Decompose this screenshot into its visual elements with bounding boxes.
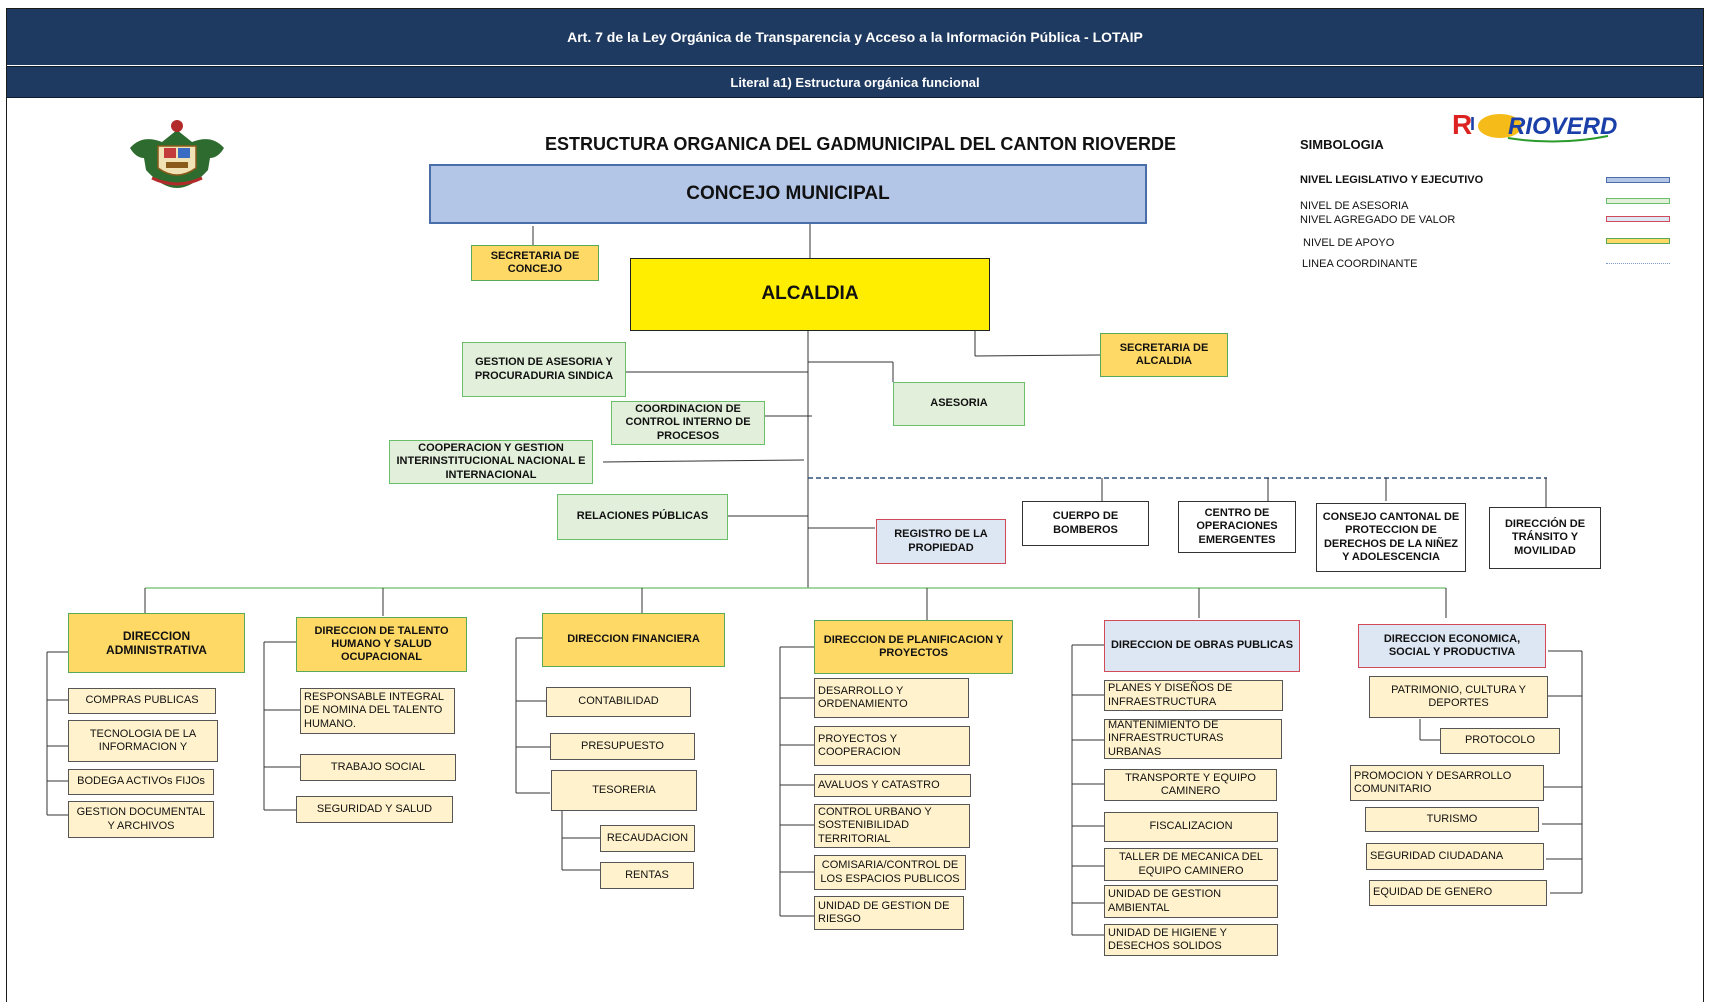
- dir-financiera-box: DIRECCION FINANCIERA: [542, 613, 725, 667]
- unit-control-urbano: CONTROL URBANO Y SOSTENIBILIDAD TERRITOR…: [814, 804, 970, 848]
- unit-tesoreria: TESORERIA: [551, 770, 697, 811]
- unit-gestion-riesgo: UNIDAD DE GESTION DE RIESGO: [814, 896, 964, 930]
- registro-propiedad-box: REGISTRO DE LA PROPIEDAD: [876, 519, 1006, 564]
- unit-bodega: BODEGA ACTIVOs FIJOs: [68, 769, 214, 795]
- legend-swatch-asesoria: [1606, 198, 1670, 204]
- unit-promocion: PROMOCION Y DESARROLLO COMUNITARIO: [1350, 765, 1544, 801]
- svg-text:R: R: [1452, 109, 1472, 140]
- cooperacion-box: COOPERACION Y GESTION INTERINSTITUCIONAL…: [389, 440, 593, 484]
- centro-operaciones-box: CENTRO DE OPERACIONES EMERGENTES: [1178, 501, 1296, 553]
- unit-nomina: RESPONSABLE INTEGRAL DE NOMINA DEL TALEN…: [300, 688, 455, 734]
- consejo-cantonal-box: CONSEJO CANTONAL DE PROTECCION DE DERECH…: [1316, 503, 1466, 572]
- unit-gestion-documental: GESTION DOCUMENTAL Y ARCHIVOS: [68, 801, 214, 838]
- unit-mantenimiento: MANTENIMIENTO DE INFRAESTRUCTURAS URBANA…: [1104, 719, 1282, 759]
- unit-turismo: TURISMO: [1365, 807, 1539, 832]
- relaciones-publicas-box: RELACIONES PÚBLICAS: [557, 494, 728, 540]
- direccion-transito-box: DIRECCIÓN DE TRÁNSITO Y MOVILIDAD: [1489, 507, 1601, 569]
- dir-obras-publicas-box: DIRECCION DE OBRAS PUBLICAS: [1104, 620, 1300, 672]
- page-header-subtitle: Literal a1) Estructura orgánica funciona…: [7, 66, 1703, 98]
- unit-desarrollo: DESARROLLO Y ORDENAMIENTO: [814, 678, 969, 718]
- unit-patrimonio: PATRIMONIO, CULTURA Y DEPORTES: [1369, 676, 1548, 718]
- dir-administrativa-box: DIRECCION ADMINISTRATIVA: [68, 613, 245, 673]
- unit-comisaria: COMISARIA/CONTROL DE LOS ESPACIOS PUBLIC…: [814, 855, 966, 890]
- legend-label-agregado: NIVEL AGREGADO DE VALOR: [1300, 214, 1456, 226]
- dir-talento-humano-box: DIRECCION DE TALENTO HUMANO Y SALUD OCUP…: [296, 617, 467, 672]
- unit-gestion-ambiental: UNIDAD DE GESTION AMBIENTAL: [1104, 885, 1278, 918]
- rioverde-logo-text: RIOVERDE: [1508, 113, 1618, 140]
- unit-equidad-genero: EQUIDAD DE GENERO: [1369, 880, 1547, 906]
- unit-presupuesto: PRESUPUESTO: [550, 733, 695, 760]
- rioverde-logo: R I RIOVERDE: [1452, 109, 1618, 143]
- coat-of-arms-logo: [130, 120, 224, 188]
- legend-swatch-legislativo: [1606, 177, 1670, 183]
- chart-title: ESTRUCTURA ORGANICA DEL GADMUNICIPAL DEL…: [545, 134, 1177, 154]
- unit-higiene: UNIDAD DE HIGIENE Y DESECHOS SOLIDOS: [1104, 924, 1278, 956]
- legend-label-coordinante: LINEA COORDINANTE: [1302, 258, 1418, 270]
- unit-avaluos: AVALUOS Y CATASTRO: [814, 774, 971, 797]
- page-frame: [6, 8, 1704, 1002]
- asesoria-box: ASESORIA: [893, 382, 1025, 426]
- unit-protocolo: PROTOCOLO: [1440, 728, 1560, 754]
- gestion-asesoria-box: GESTION DE ASESORIA Y PROCURADURIA SINDI…: [462, 342, 626, 397]
- unit-trabajo-social: TRABAJO SOCIAL: [300, 754, 456, 781]
- legend-label-legislativo: NIVEL LEGISLATIVO Y EJECUTIVO: [1300, 174, 1484, 186]
- alcaldia-box: ALCALDIA: [630, 258, 990, 331]
- secretaria-concejo-box: SECRETARIA DE CONCEJO: [471, 245, 599, 281]
- dir-planificacion-box: DIRECCION DE PLANIFICACION Y PROYECTOS: [814, 620, 1013, 674]
- legend-swatch-coordinante: [1606, 263, 1670, 264]
- svg-text:I: I: [1470, 114, 1475, 134]
- secretaria-alcaldia-box: SECRETARIA DE ALCALDIA: [1100, 333, 1228, 377]
- unit-seguridad-ciudadana: SEGURIDAD CIUDADANA: [1366, 843, 1544, 870]
- legend-label-apoyo: NIVEL DE APOYO: [1303, 237, 1395, 249]
- unit-proyectos: PROYECTOS Y COOPERACION: [814, 726, 970, 766]
- unit-rentas: RENTAS: [600, 862, 694, 889]
- unit-taller-mecanica: TALLER DE MECANICA DEL EQUIPO CAMINERO: [1104, 848, 1278, 881]
- unit-recaudacion: RECAUDACION: [600, 825, 695, 852]
- dir-economica-box: DIRECCION ECONOMICA, SOCIAL Y PRODUCTIVA: [1358, 624, 1546, 668]
- concejo-municipal-box: CONCEJO MUNICIPAL: [429, 164, 1147, 224]
- coordinacion-box: COORDINACION DE CONTROL INTERNO DE PROCE…: [611, 401, 765, 445]
- unit-seguridad-salud: SEGURIDAD Y SALUD: [296, 796, 453, 823]
- legend-title: SIMBOLOGIA: [1300, 137, 1384, 152]
- cuerpo-bomberos-box: CUERPO DE BOMBEROS: [1022, 501, 1149, 546]
- page-header-title: Art. 7 de la Ley Orgánica de Transparenc…: [7, 9, 1703, 65]
- legend-swatch-apoyo: [1606, 238, 1670, 244]
- unit-compras-publicas: COMPRAS PUBLICAS: [68, 688, 216, 714]
- unit-tecnologia: TECNOLOGIA DE LA INFORMACION Y: [68, 720, 218, 762]
- unit-transporte: TRANSPORTE Y EQUIPO CAMINERO: [1104, 769, 1277, 801]
- legend-swatch-agregado: [1606, 216, 1670, 222]
- unit-planes-disenos: PLANES Y DISEÑOS DE INFRAESTRUCTURA: [1104, 680, 1283, 711]
- unit-contabilidad: CONTABILIDAD: [546, 687, 691, 717]
- unit-fiscalizacion: FISCALIZACION: [1104, 812, 1278, 842]
- legend-label-asesoria: NIVEL DE ASESORIA: [1300, 200, 1409, 212]
